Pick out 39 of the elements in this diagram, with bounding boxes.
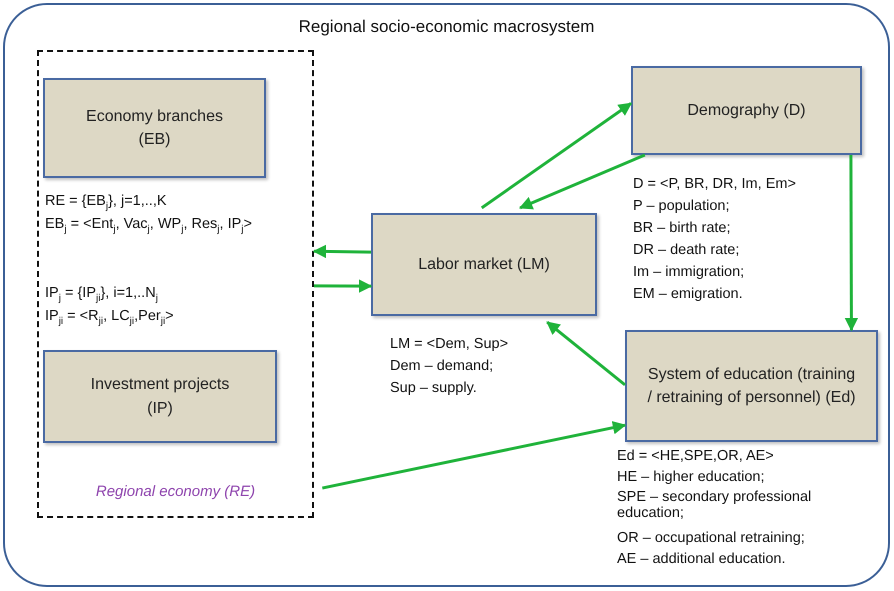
process-box [43, 78, 266, 178]
box-label: Labor market (LM) [418, 254, 550, 275]
arrow [844, 155, 858, 332]
group-label: Regional economy (RE) [94, 483, 256, 500]
definition-text: HE – higher education; [617, 468, 765, 484]
dashed-group-frame [37, 50, 314, 518]
definition-text: IP$_{ji}$ = <R$_{ji}$, LC$_{ji}$,Per$_{ji}$> [45, 308, 174, 327]
definition-text: P – population; [633, 198, 730, 214]
definition-text: Dem – demand; [390, 358, 494, 374]
definition-text: Im – immigration; [633, 264, 744, 280]
box-label: Demography (D) [687, 100, 806, 121]
arrow [518, 154, 646, 210]
definition-text: RE = {EB$_{j}$}, j=1,..,K [45, 193, 167, 212]
box-label: System of education (training / retraining of personnel) (Ed) [646, 364, 857, 408]
definition-text: IP$_{j}$ = {IP$_{ji}$}, i=1,..N$_{j}$ [45, 285, 158, 304]
frame-heading: Regional socio-economic macrosystem [298, 17, 596, 37]
process-box [371, 213, 597, 316]
process-box [625, 330, 878, 442]
definition-text: D = <P, BR, DR, Im, Em> [633, 176, 796, 192]
arrow [312, 244, 372, 258]
definition-text: BR – birth rate; [633, 220, 731, 236]
system-frame [3, 3, 890, 587]
definition-text: LM = <Dem, Sup> [390, 336, 508, 352]
definition-text: EB$_{j}$ = <Ent$_{j}$, Vac$_{j}$, WP$_{j}$, Res$_{j}$, IP$_{j}$> [45, 216, 252, 235]
arrow [322, 421, 626, 490]
definition-text: AE – additional education. [617, 550, 786, 566]
definition-text: Sup – supply. [390, 380, 477, 396]
definition-text: DR – death rate; [633, 242, 740, 258]
definition-text: SPE – secondary professional education; [617, 489, 812, 521]
process-box [631, 66, 862, 155]
box-label: Economy branches (EB) [85, 106, 224, 150]
arrow [480, 102, 632, 210]
definition-text: OR – occupational retraining; [617, 530, 805, 546]
definition-text: Ed = <HE,SPE,OR, AE> [617, 448, 774, 464]
process-box [43, 350, 277, 443]
box-label: Investment projects (IP) [90, 375, 230, 418]
arrow [546, 321, 626, 386]
definition-text: EM – emigration. [633, 286, 743, 302]
arrow [314, 279, 372, 293]
